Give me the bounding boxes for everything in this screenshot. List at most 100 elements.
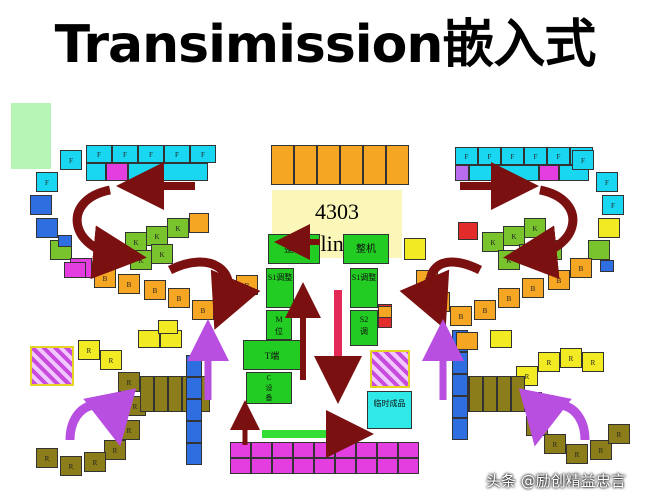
machine-right-top[interactable]: 整机 — [343, 234, 389, 264]
chain-station: F — [60, 150, 82, 170]
chain-station: R — [100, 350, 122, 370]
red-station — [458, 222, 478, 240]
magenta-station — [251, 458, 272, 474]
magenta-station — [293, 442, 314, 458]
magenta-station — [335, 458, 356, 474]
magenta-station — [272, 458, 293, 474]
blue-station — [186, 377, 202, 399]
chain-station — [588, 240, 610, 260]
olive-station — [483, 376, 497, 412]
temp-store-box[interactable]: 临时成品 — [367, 391, 412, 429]
cyan-station: F — [455, 147, 478, 165]
orange-station — [294, 145, 317, 185]
chain-station: F — [36, 172, 58, 192]
cyan-station: F — [478, 147, 501, 165]
olive-station — [140, 376, 154, 412]
magenta-station — [230, 442, 251, 458]
chain-station: F — [602, 195, 624, 215]
chain-station: B — [522, 278, 544, 298]
curved-arrow-right-top — [503, 185, 578, 280]
chain-station: B — [474, 300, 496, 320]
blue-station — [452, 374, 468, 396]
chain-station: R — [84, 452, 106, 472]
left-green-tab — [11, 103, 51, 169]
olive-station — [168, 376, 182, 412]
blue-station — [186, 399, 202, 421]
olive-station — [154, 376, 168, 412]
yellow-station — [490, 330, 512, 348]
chain-station: R — [60, 456, 82, 476]
cyan-station: F — [164, 145, 190, 163]
magenta-station — [272, 442, 293, 458]
hatched-box-left — [30, 346, 74, 386]
chain-station: F — [596, 172, 618, 192]
magenta-station — [293, 458, 314, 474]
blue-station — [452, 418, 468, 440]
machine-c-box[interactable]: C 设 备 — [246, 372, 292, 404]
chain-station — [30, 195, 52, 215]
orange-station — [378, 306, 392, 318]
curved-arrow-right-mid — [399, 257, 483, 330]
magenta-station — [377, 458, 398, 474]
chain-station: F — [572, 150, 594, 170]
magenta-station — [251, 442, 272, 458]
pink-station — [64, 262, 86, 278]
machine-s2-right[interactable]: S2 调 — [350, 310, 378, 346]
orange-station — [340, 145, 363, 185]
chain-station: B — [168, 288, 190, 308]
chain-station — [598, 218, 620, 238]
chain-station: R — [36, 448, 58, 468]
chain-station: R — [560, 348, 582, 368]
machine-t-end[interactable]: T端 — [243, 340, 301, 370]
cyan-station: F — [190, 145, 216, 163]
yellow-station — [158, 320, 178, 334]
chain-station: R — [608, 424, 630, 444]
k-station: K — [151, 244, 173, 264]
chain-station: B — [570, 258, 592, 278]
magenta-station — [398, 458, 419, 474]
chain-station: R — [590, 440, 612, 460]
cyan-station: F — [547, 147, 570, 165]
orange-station — [363, 145, 386, 185]
blue-marker — [58, 235, 72, 247]
chain-station — [189, 213, 209, 233]
chain-station: R — [538, 352, 560, 372]
magenta-station — [377, 442, 398, 458]
pink-station — [539, 165, 559, 181]
chain-station: R — [566, 444, 588, 464]
chain-station — [36, 218, 58, 238]
chain-station: R — [78, 340, 100, 360]
chain-station: B — [144, 280, 166, 300]
orange-station — [271, 145, 294, 185]
chain-station: B — [498, 288, 520, 308]
yellow-station — [404, 238, 426, 260]
curved-arrow-left-top — [72, 185, 147, 280]
magenta-station — [314, 458, 335, 474]
hatched-box-right — [370, 350, 410, 388]
curved-arrow-left-mid — [167, 257, 261, 330]
purple-station — [455, 165, 469, 181]
curved-arrow-left-bottom — [65, 388, 137, 447]
orange-station — [317, 145, 340, 185]
blue-station — [186, 443, 202, 465]
curved-arrow-right-bottom — [518, 388, 590, 447]
magenta-station — [356, 458, 377, 474]
machine-pos-left[interactable]: M 位 — [266, 310, 292, 340]
magenta-station — [398, 442, 419, 458]
page-title: Transimission嵌入式 — [54, 15, 597, 75]
orange-station — [386, 145, 409, 185]
olive-station — [469, 376, 483, 412]
k-station: K — [167, 218, 189, 238]
chain-station: R — [582, 352, 604, 372]
cyan-station — [86, 163, 106, 181]
magenta-station — [230, 458, 251, 474]
yellow-station — [138, 330, 160, 348]
cyan-station: F — [86, 145, 112, 163]
machine-s1-right[interactable]: S1调整 — [350, 268, 378, 308]
blue-station — [452, 396, 468, 418]
olive-station — [497, 376, 511, 412]
blue-station — [186, 421, 202, 443]
blue-marker — [600, 260, 614, 272]
watermark-text: 头条 @励创精益忠言 — [486, 472, 626, 490]
